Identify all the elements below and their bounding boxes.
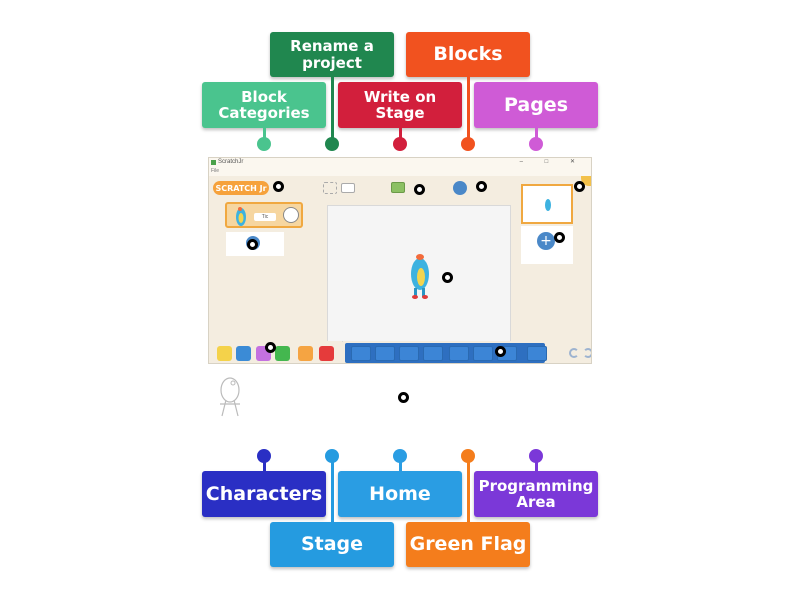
category-sound[interactable]	[275, 346, 290, 361]
scratchjr-screenshot: ScratchJr – □ ✕ File SCRATCH Jr Tic	[208, 157, 592, 364]
app-icon	[211, 160, 216, 165]
page-thumbnail[interactable]	[521, 184, 573, 224]
characters-panel: Tic	[225, 202, 305, 256]
turn-right-block[interactable]	[449, 346, 469, 361]
project-title-logo[interactable]: SCRATCH Jr	[213, 181, 269, 195]
character-thumbnail[interactable]: Tic	[225, 202, 303, 228]
pages-panel: +	[521, 184, 575, 264]
label-write-on-stage-text: Write on Stage	[363, 87, 437, 122]
category-triggering[interactable]	[217, 346, 232, 361]
label-characters: Characters	[202, 471, 326, 517]
window-controls[interactable]: – □ ✕	[519, 159, 585, 165]
hotspot-marker	[273, 181, 284, 192]
label-stage: Stage	[270, 522, 394, 567]
fullscreen-icon[interactable]	[323, 182, 337, 194]
character-name[interactable]: Tic	[254, 213, 276, 221]
programming-area[interactable]	[208, 364, 592, 442]
label-write-on-stage: Write on Stage	[338, 82, 462, 128]
dot-rename-project	[325, 137, 339, 151]
redo-icon[interactable]	[583, 348, 591, 358]
character-on-stage[interactable]	[406, 250, 436, 300]
label-home: Home	[338, 471, 462, 517]
move-right-block[interactable]	[351, 346, 371, 361]
add-page-icon[interactable]: +	[537, 232, 555, 250]
undo-icon[interactable]	[569, 348, 579, 358]
menu-bar: File	[209, 168, 591, 176]
add-page-slot[interactable]: +	[521, 226, 573, 264]
label-pages-text: Pages	[503, 93, 569, 116]
menu-file[interactable]: File	[211, 168, 220, 174]
page-character-icon	[545, 199, 551, 211]
dot-blocks	[461, 137, 475, 151]
move-up-block[interactable]	[399, 346, 419, 361]
stem-block-categories	[263, 128, 266, 142]
paint-editor-icon[interactable]	[283, 207, 299, 223]
label-blocks: Blocks	[406, 32, 530, 77]
hotspot-marker	[398, 392, 409, 403]
category-end[interactable]	[319, 346, 334, 361]
hotspot-marker	[247, 239, 258, 250]
label-programming-area: Programming Area	[474, 471, 598, 517]
label-stage-text: Stage	[300, 533, 364, 556]
move-left-block[interactable]	[375, 346, 395, 361]
label-block-categories: Block Categories	[202, 82, 326, 128]
character-outline-icon	[220, 377, 240, 417]
stage-canvas[interactable]	[327, 205, 511, 342]
dot-pages	[529, 137, 543, 151]
stem-blocks	[467, 77, 470, 141]
hotspot-marker	[476, 181, 487, 192]
background-icon[interactable]	[391, 182, 405, 193]
green-flag-icon[interactable]	[581, 176, 591, 186]
label-green-flag: Green Flag	[406, 522, 530, 567]
label-rename-project: Rename a project	[270, 32, 394, 77]
stem-characters	[263, 456, 266, 472]
label-characters-text: Characters	[205, 482, 323, 505]
logo-text: SCRATCH Jr	[215, 183, 267, 193]
label-pages: Pages	[474, 82, 598, 128]
hotspot-marker	[574, 181, 585, 192]
stem-write-on-stage	[399, 128, 402, 142]
reset-characters-icon[interactable]	[453, 181, 467, 195]
block-categories-bar	[209, 341, 342, 363]
hotspot-marker	[265, 342, 276, 353]
move-down-block[interactable]	[423, 346, 443, 361]
category-motion[interactable]	[236, 346, 251, 361]
stem-home	[399, 456, 402, 472]
stem-pages	[535, 128, 538, 142]
stem-stage	[331, 456, 334, 523]
go-home-block[interactable]	[527, 346, 547, 361]
hotspot-marker	[414, 184, 425, 195]
window-title: ScratchJr	[218, 159, 244, 165]
label-green-flag-text: Green Flag	[409, 533, 527, 556]
presentation-icon[interactable]	[341, 183, 355, 193]
hotspot-marker	[495, 346, 506, 357]
stem-green-flag	[467, 456, 470, 523]
stem-rename-project	[331, 77, 334, 141]
label-programming-area-text: Programming Area	[478, 476, 594, 511]
turn-left-block[interactable]	[473, 346, 493, 361]
blocks-palette	[343, 341, 591, 363]
label-block-categories-text: Block Categories	[218, 87, 310, 122]
hotspot-marker	[554, 232, 565, 243]
window-titlebar: ScratchJr – □ ✕	[209, 158, 591, 168]
cat-character-icon	[236, 207, 246, 226]
stem-programming-area	[535, 456, 538, 472]
category-control[interactable]	[298, 346, 313, 361]
dot-block-categories	[257, 137, 271, 151]
label-rename-project-text: Rename a project	[290, 37, 374, 72]
label-blocks-text: Blocks	[433, 43, 503, 66]
label-home-text: Home	[369, 482, 431, 505]
dot-write-on-stage	[393, 137, 407, 151]
hotspot-marker	[442, 272, 453, 283]
